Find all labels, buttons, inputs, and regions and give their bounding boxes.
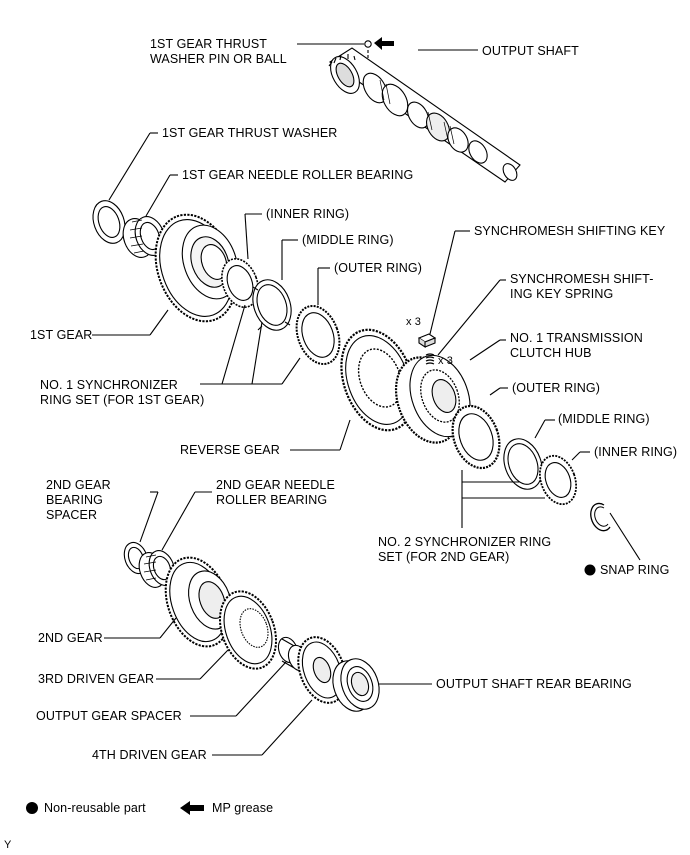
label-output-shaft: OUTPUT SHAFT [482, 44, 579, 58]
label-outer-ring-2: (OUTER RING) [512, 381, 600, 395]
label-snap-ring: SNAP RING [600, 563, 670, 577]
label-inner-ring-2: (INNER RING) [594, 445, 678, 459]
label-key-spring: SYNCHROMESH SHIFT- ING KEY SPRING [510, 272, 654, 301]
thrust-washer-drawing [92, 200, 126, 244]
legend-mp-grease-icon [180, 801, 204, 815]
label-sync-ring-set-1: NO. 1 SYNCHRONIZER RING SET (FOR 1ST GEA… [40, 378, 205, 407]
label-rear-bearing: OUTPUT SHAFT REAR BEARING [436, 677, 632, 691]
legend-non-reusable-icon [26, 802, 38, 814]
mp-grease-arrow-icon [374, 37, 394, 50]
rear-bearing-drawing [332, 658, 380, 712]
reverse-gear-drawing [340, 328, 416, 432]
label-third-driven-gear: 3RD DRIVEN GEAR [38, 672, 155, 686]
label-needle-bearing-2nd: 2ND GEAR NEEDLE ROLLER BEARING [216, 478, 335, 507]
label-first-gear: 1ST GEAR [30, 328, 93, 342]
sync-ring-set-1-drawing [221, 257, 341, 366]
label-reverse-gear: REVERSE GEAR [180, 443, 280, 457]
legend-mp-grease-text: MP grease [212, 801, 274, 815]
label-bearing-spacer-2nd: 2ND GEAR BEARING SPACER [46, 478, 111, 522]
label-thrust-washer: 1ST GEAR THRUST WASHER [162, 126, 338, 140]
fourth-driven-gear-drawing [297, 636, 347, 704]
label-sync-ring-set-2: NO. 2 SYNCHRONIZER RING SET (FOR 2ND GEA… [378, 535, 552, 564]
needle-bearing-1st-drawing [122, 216, 166, 258]
label-shifting-key: SYNCHROMESH SHIFTING KEY [474, 224, 666, 238]
label-outer-ring-1: (OUTER RING) [334, 261, 422, 275]
shifting-key-drawing [417, 333, 437, 349]
sync-ring-set-2-drawing [451, 404, 578, 506]
second-gear-drawing [164, 556, 232, 648]
label-inner-ring-1: (INNER RING) [266, 207, 350, 221]
label-thrust-washer-pin: 1ST GEAR THRUST WASHER PIN OR BALL [150, 37, 287, 66]
label-qty-key: x 3 [406, 316, 421, 328]
footer-mark: Y [4, 839, 12, 851]
key-spring-drawing [425, 353, 435, 365]
label-output-gear-spacer: OUTPUT GEAR SPACER [36, 709, 182, 723]
legend-non-reusable-text: Non-reusable part [44, 801, 146, 815]
label-qty-spring: x 3 [438, 355, 453, 367]
first-gear-drawing [154, 213, 239, 323]
label-second-gear: 2ND GEAR [38, 631, 103, 645]
non-reusable-dot-icon [584, 564, 596, 576]
label-fourth-driven-gear: 4TH DRIVEN GEAR [92, 748, 207, 762]
label-middle-ring-2: (MIDDLE RING) [558, 412, 650, 426]
label-clutch-hub: NO. 1 TRANSMISSION CLUTCH HUB [510, 331, 643, 360]
third-driven-gear-drawing [218, 590, 278, 670]
output-shaft-drawing [328, 40, 521, 183]
label-middle-ring-1: (MIDDLE RING) [302, 233, 394, 247]
snap-ring-drawing [590, 502, 611, 532]
label-needle-bearing-1st: 1ST GEAR NEEDLE ROLLER BEARING [182, 168, 414, 182]
